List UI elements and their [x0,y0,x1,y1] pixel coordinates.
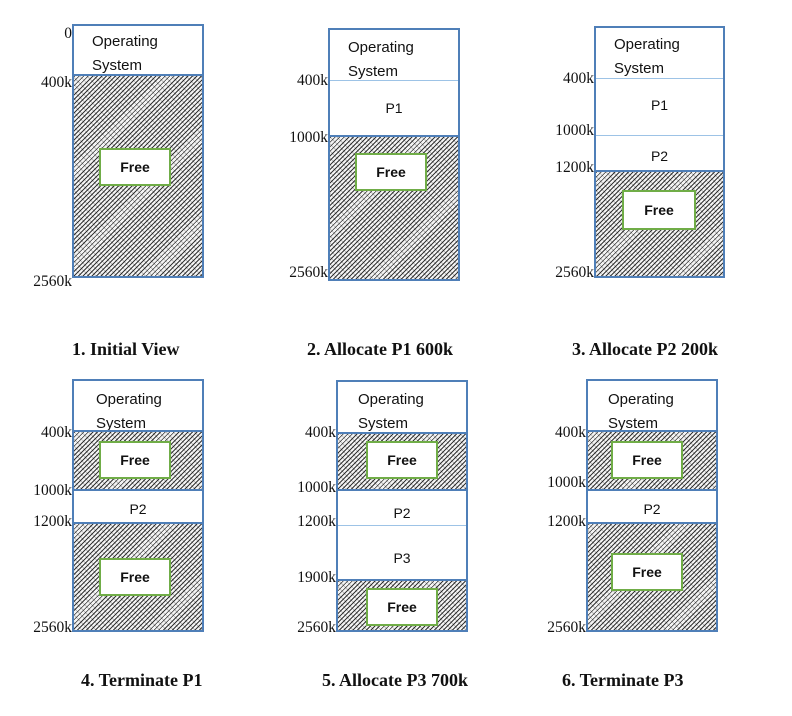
os-segment: Operating System [596,28,723,78]
address-label: 1200k [33,513,72,530]
address-label: 400k [305,424,336,441]
address-label: 1200k [297,513,336,530]
memory-block: Operating System Free P2 Free [72,379,204,632]
free-segment: Free [330,137,458,279]
boundary-line [588,489,716,491]
free-segment: Free [588,524,716,630]
os-segment: Operating System [74,26,202,76]
process-label: P2 [643,501,661,517]
panel-caption: 5. Allocate P3 700k [322,670,468,690]
free-label: Free [366,441,438,479]
process-label: P2 [650,148,669,164]
process-segment: P2 [74,491,202,522]
free-label: Free [611,441,683,479]
address-label: 400k [41,74,72,91]
os-label: Operating System [614,36,680,77]
panel-caption: 1. Initial View [72,339,180,359]
free-segment: Free [338,434,466,489]
process-segment: P2 [588,491,716,522]
memory-block: Operating System P1 Free [328,28,460,281]
address-label: 1200k [547,513,586,530]
process-label: P1 [385,100,403,116]
address-label: 2560k [33,273,72,290]
address-label: 2560k [555,264,594,281]
address-label: 1000k [33,482,72,499]
process-label: P2 [129,501,147,517]
free-segment: Free [74,524,202,630]
panel-caption: 4. Terminate P1 [81,670,203,690]
boundary-line [588,430,716,432]
panel-caption: 6. Terminate P3 [562,670,684,690]
os-label: Operating System [348,39,414,80]
os-segment: Operating System [588,381,716,432]
free-segment: Free [596,172,723,276]
process-segment: P2 [338,491,466,525]
boundary-line [338,489,466,491]
boundary-line [74,489,202,491]
address-label: 0 [64,25,72,42]
boundary-line [596,78,723,79]
address-label: 2560k [297,619,336,636]
boundary-line [330,80,458,81]
address-label: 2560k [547,619,586,636]
process-label: P2 [393,505,411,521]
free-label: Free [99,148,171,186]
address-label: 400k [555,424,586,441]
address-label: 1000k [555,122,594,139]
address-label: 1000k [547,474,586,491]
memory-block: Operating System Free P2 Free [586,379,718,632]
free-label: Free [355,153,427,191]
process-segment: P3 [338,526,466,579]
os-label: Operating System [608,391,674,432]
address-label: 1900k [297,569,336,586]
free-segment: Free [74,432,202,489]
process-segment: P2 [596,136,723,170]
os-segment: Operating System [74,381,202,432]
process-label: P1 [650,97,669,113]
boundary-line [330,135,458,137]
boundary-line [338,525,466,526]
panel-caption: 2. Allocate P1 600k [307,339,453,359]
os-segment: Operating System [330,30,458,80]
boundary-line [74,522,202,524]
os-label: Operating System [92,33,158,74]
free-segment: Free [74,76,202,276]
address-label: 1200k [555,159,594,176]
free-label: Free [366,588,438,626]
memory-block: Operating System P1 P2 Free [594,26,725,278]
os-label: Operating System [96,391,162,432]
os-label: Operating System [358,391,424,432]
os-segment: Operating System [338,382,466,432]
address-label: 400k [41,424,72,441]
free-segment: Free [338,581,466,630]
address-label: 2560k [33,619,72,636]
boundary-line [74,74,202,76]
boundary-line [596,170,723,172]
process-segment: P1 [596,79,723,135]
address-label: 1000k [297,479,336,496]
free-label: Free [99,441,171,479]
memory-block: Operating System Free P2 P3 Free [336,380,468,632]
boundary-line [596,135,723,136]
free-label: Free [99,558,171,596]
address-label: 400k [563,70,594,87]
free-label: Free [611,553,683,591]
address-label: 400k [297,72,328,89]
free-segment: Free [588,432,716,489]
address-label: 2560k [289,264,328,281]
boundary-line [588,522,716,524]
process-label: P3 [393,550,411,566]
memory-block: Operating System Free [72,24,204,278]
boundary-line [74,430,202,432]
boundary-line [338,432,466,434]
process-segment: P1 [330,81,458,136]
address-label: 1000k [289,129,328,146]
boundary-line [338,579,466,581]
free-label: Free [622,190,696,230]
panel-caption: 3. Allocate P2 200k [572,339,718,359]
